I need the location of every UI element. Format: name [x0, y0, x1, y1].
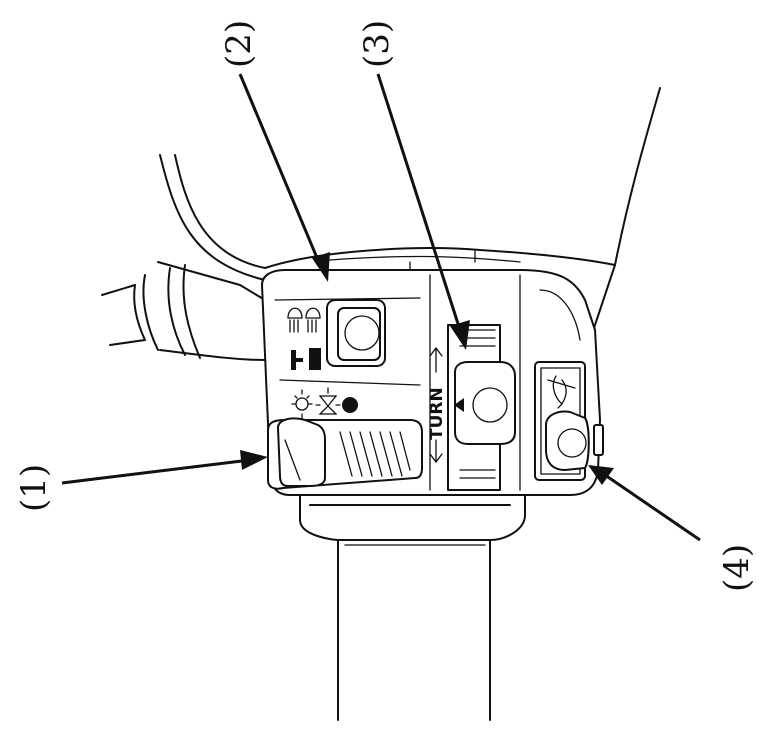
callout-label-4: (4)	[717, 544, 757, 592]
horn-icon	[547, 375, 576, 409]
callout-label-3: (3)	[357, 20, 397, 68]
callout-label-1: (1)	[14, 464, 54, 512]
callout-arrow-3	[376, 73, 470, 350]
position-light-icon	[315, 387, 341, 415]
headlight-beam-icon	[287, 307, 303, 333]
callout-arrow-1	[61, 450, 268, 485]
callout-arrow-4	[588, 465, 701, 542]
dimmer-position-marks	[291, 348, 321, 370]
off-dot-icon	[342, 397, 358, 413]
dimmer-switch[interactable]	[326, 299, 386, 367]
horn-switch[interactable]	[534, 361, 604, 481]
cable	[101, 261, 266, 361]
grip	[299, 494, 526, 721]
headlight-on-icon	[291, 389, 313, 419]
lighting-switch[interactable]	[267, 417, 423, 490]
pass-light-icon	[305, 307, 321, 333]
turn-text: TURN	[427, 387, 447, 440]
callout-arrow-2	[238, 73, 330, 282]
turn-signal-switch[interactable]	[447, 324, 516, 491]
callout-label-2: (2)	[219, 20, 259, 68]
turn-label: TURN	[427, 346, 447, 464]
